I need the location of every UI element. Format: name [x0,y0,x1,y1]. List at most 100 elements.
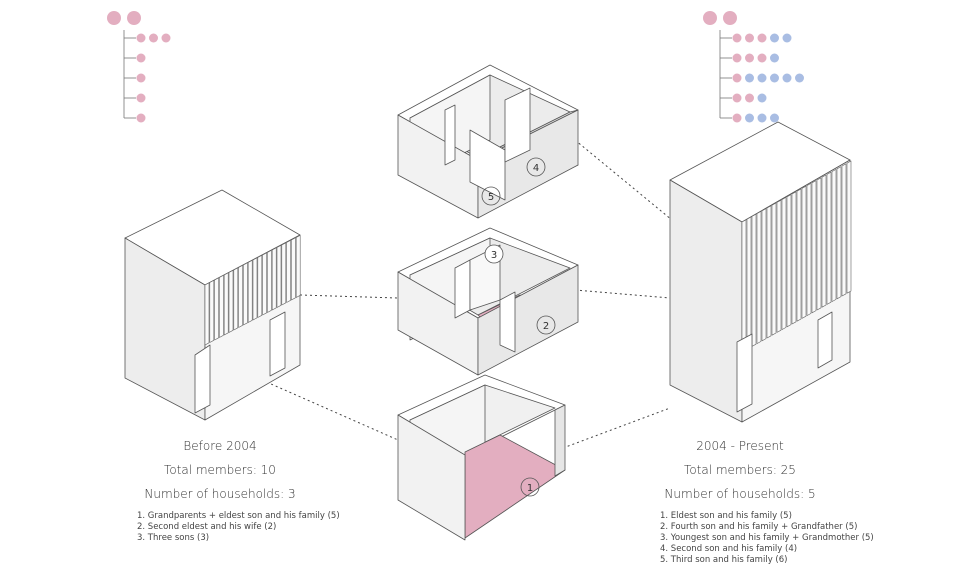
unit-3-label: 3 [491,250,497,261]
connector-before-floor2 [300,295,398,298]
legend-before-item: 3. Three sons (3) [137,533,340,544]
present-fin [827,172,831,304]
present-households: Number of households: 5 [640,482,840,506]
before-member-dot [137,94,146,103]
connector-before-floor1 [262,380,398,440]
present-member-dot [770,114,779,123]
present-member-dot [770,54,779,63]
floor-3: 5 4 [398,65,578,218]
unit-1-floor [465,435,565,538]
present-fin [812,181,816,313]
present-member-dot [783,74,792,83]
legend-before: 1. Grandparents + eldest son and his fam… [137,511,340,544]
before-total: Total members: 10 [120,458,320,482]
present-fin [837,167,841,299]
building-present [670,122,851,422]
before-fin [234,268,238,330]
connector-present-floor2 [575,290,670,298]
caption-before: Before 2004 Total members: 10 Number of … [120,434,320,506]
legend-present-item: 5. Third son and his family (6) [660,555,874,566]
present-fin [777,200,781,332]
present-member-dot [733,34,742,43]
present-fin [792,192,796,324]
family-tree-present [703,11,804,123]
unit-5-label: 5 [488,192,494,203]
before-fin [267,250,271,312]
present-member-dot [745,94,754,103]
present-total: Total members: 25 [640,458,840,482]
before-member-dot [162,34,171,43]
present-fin [807,183,811,315]
unit-4-label: 4 [533,163,539,174]
before-fin [282,243,286,305]
present-parent-dot [723,11,737,25]
present-fin [822,175,826,307]
family-tree-before [107,11,171,123]
before-households: Number of households: 3 [120,482,320,506]
legend-before-item: 2. Second eldest and his wife (2) [137,522,340,533]
before-fin [253,258,257,320]
present-member-dot [745,34,754,43]
caption-present: 2004 - Present Total members: 25 Number … [640,434,840,506]
present-member-dot [758,34,767,43]
present-member-dot [758,54,767,63]
before-member-dot [137,54,146,63]
before-fin [291,238,295,300]
present-member-dot [758,94,767,103]
present-parent-dot [703,11,717,25]
before-fin [239,265,243,327]
before-member-dot [137,114,146,123]
before-fin [219,275,223,337]
before-fin [205,283,209,345]
before-fin [215,278,219,340]
present-fin [757,211,761,343]
present-member-dot [745,74,754,83]
present-member-dot [770,34,779,43]
before-fin [287,240,291,302]
present-fin [752,214,756,346]
present-fin [742,220,746,352]
present-fin [787,195,791,327]
present-member-dot [733,94,742,103]
floor-2: 3 2 [398,228,578,375]
before-fin [224,273,228,335]
before-fin [263,253,267,315]
present-member-dot [783,34,792,43]
present-fin [847,161,851,293]
before-member-dot [137,74,146,83]
before-title: Before 2004 [120,434,320,458]
present-fin [817,178,821,310]
present-member-dot [733,74,742,83]
present-member-dot [795,74,804,83]
present-member-dot [745,54,754,63]
present-fin [762,209,766,341]
legend-present-item: 2. Fourth son and his family + Grandfath… [660,522,874,533]
present-fin [767,206,771,338]
present-member-dot [758,74,767,83]
present-fin [782,197,786,329]
present-member-dot [733,54,742,63]
present-fin [797,189,801,321]
before-fin [277,245,281,307]
unit-1-label: 1 [527,483,533,494]
present-member-dot [770,74,779,83]
before-fin [243,263,247,325]
present-member-dot [733,114,742,123]
present-fin [842,164,846,296]
floor-1: 1 [398,375,565,540]
before-parent-dot [127,11,141,25]
connector-present-floor3 [575,140,672,220]
present-member-dot [758,114,767,123]
unit-2-label: 2 [543,321,549,332]
before-fin [296,235,300,297]
building-before [125,190,300,420]
before-fin [272,248,276,310]
legend-present-item: 3. Youngest son and his family + Grandmo… [660,533,874,544]
before-member-dot [149,34,158,43]
present-fin [802,186,806,318]
before-member-dot [137,34,146,43]
legend-present-item: 1. Eldest son and his family (5) [660,511,874,522]
before-fin [248,260,252,322]
present-fin [832,169,836,301]
legend-before-item: 1. Grandparents + eldest son and his fam… [137,511,340,522]
